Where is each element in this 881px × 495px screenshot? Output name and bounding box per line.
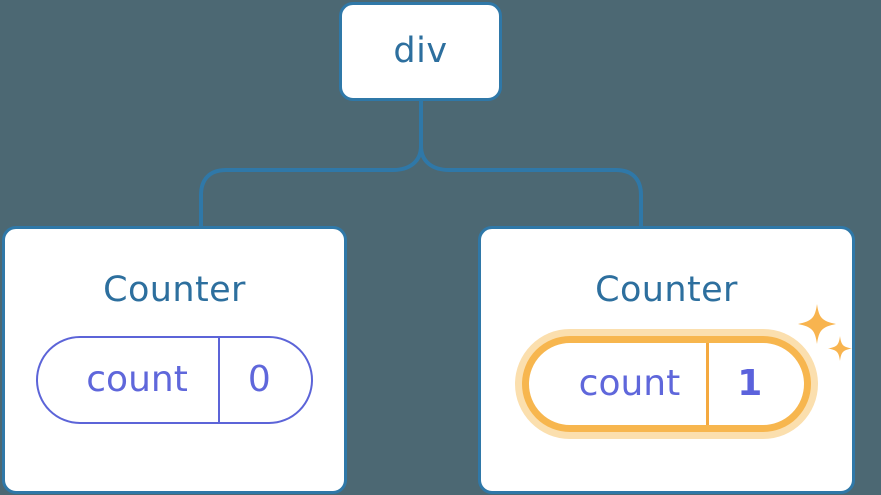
state-pill-right-key: count [529, 343, 710, 425]
edge-root-to-left-counter [199, 98, 423, 230]
state-pill-left[interactable]: count 0 [36, 336, 313, 424]
state-pill-left-value: 0 [247, 359, 271, 400]
state-pill-wrap-right: count 1 [521, 304, 853, 432]
state-pill-right[interactable]: count 1 [521, 336, 812, 432]
state-pill-wrap-left: count 0 [36, 336, 313, 424]
sparkle-small-icon [828, 336, 853, 361]
node-counter-left[interactable]: Counter count 0 [2, 226, 347, 494]
state-pill-right-value: 1 [737, 363, 763, 404]
node-div-label: div [393, 31, 448, 71]
sparkle-icon [798, 304, 837, 344]
node-counter-right[interactable]: Counter count 1 [478, 226, 855, 494]
node-counter-left-title: Counter [103, 270, 246, 310]
node-counter-right-title: Counter [595, 270, 738, 310]
node-div[interactable]: div [339, 2, 502, 101]
state-pill-left-key: count [38, 338, 220, 422]
edge-root-to-right-counter [419, 98, 643, 230]
